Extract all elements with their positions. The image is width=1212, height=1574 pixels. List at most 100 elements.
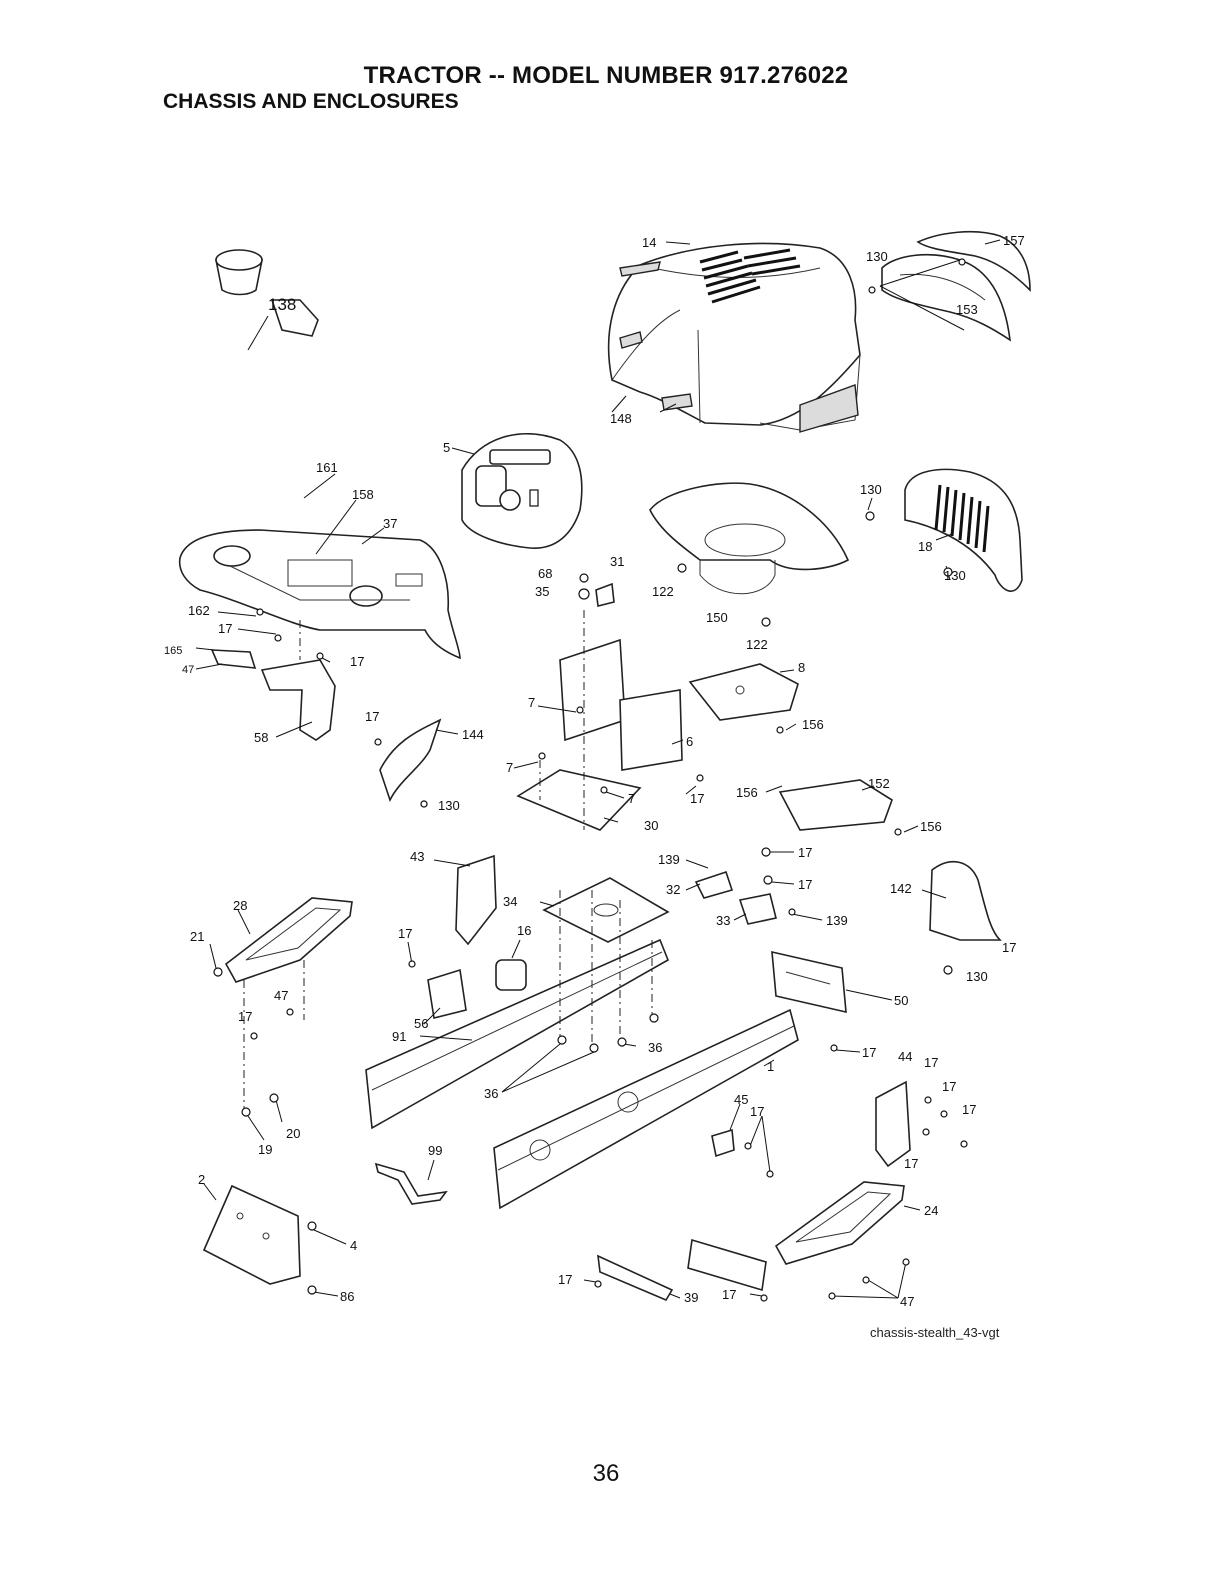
callout: 142 — [890, 881, 912, 896]
headlight-assembly-part — [868, 230, 1031, 342]
callout: 86 — [340, 1289, 354, 1304]
callout: 122 — [652, 584, 674, 599]
callout: 17 — [350, 654, 364, 669]
callout: 17 — [798, 877, 812, 892]
console-bracket-part — [688, 663, 799, 721]
callout: 17 — [238, 1009, 252, 1024]
callout: 161 — [316, 460, 338, 475]
section-title: CHASSIS AND ENCLOSURES — [163, 90, 459, 113]
hood-part — [607, 242, 861, 433]
callout: 34 — [503, 894, 517, 909]
footrest-right-part — [774, 1181, 905, 1265]
callout: 45 — [734, 1092, 748, 1107]
callout: 152 — [868, 776, 890, 791]
fender-part — [178, 529, 461, 660]
callout: 7 — [528, 695, 535, 710]
callout: 17 — [862, 1045, 876, 1060]
callout: 1 — [767, 1059, 774, 1074]
lever-part — [374, 1162, 448, 1205]
callout: 18 — [918, 539, 932, 554]
callout: 99 — [428, 1143, 442, 1158]
callout: 17 — [750, 1104, 764, 1119]
callout: 130 — [966, 969, 988, 984]
callout: 17 — [398, 926, 412, 941]
callout: 130 — [860, 482, 882, 497]
front-axle-bracket-part — [771, 950, 847, 1014]
battery-holddown-part — [778, 779, 893, 831]
callout: 138 — [268, 295, 296, 314]
support-bracket-part — [256, 608, 336, 741]
callout: 17 — [942, 1079, 956, 1094]
callout: 17 — [798, 845, 812, 860]
callout: 6 — [686, 734, 693, 749]
callout: 20 — [286, 1126, 300, 1141]
callout: 28 — [233, 898, 247, 913]
callout: 68 — [538, 566, 552, 581]
diagram-caption: chassis-stealth_43-vgt — [870, 1325, 1000, 1340]
callout: 5 — [443, 440, 450, 455]
callout: 33 — [716, 913, 730, 928]
side-bracket-part — [929, 861, 1002, 941]
callout: 17 — [558, 1272, 572, 1287]
seat-mount-plate-part — [542, 877, 670, 943]
callout: 130 — [438, 798, 460, 813]
callout: 130 — [866, 249, 888, 264]
callout: 50 — [894, 993, 908, 1008]
callout: 19 — [258, 1142, 272, 1157]
callout: 30 — [644, 818, 658, 833]
callout: 122 — [746, 637, 768, 652]
linkage-bracket-part — [427, 968, 467, 1019]
callout: 7 — [506, 760, 513, 775]
page-number: 36 — [592, 1460, 620, 1487]
callout: 158 — [352, 487, 374, 502]
callout: 47 — [900, 1294, 914, 1309]
steering-boot-part — [270, 299, 319, 337]
callout: 17 — [1002, 940, 1016, 955]
callout: 56 — [414, 1016, 428, 1031]
callout: 24 — [924, 1203, 938, 1218]
callout: 2 — [198, 1172, 205, 1187]
grommet-part — [495, 959, 527, 991]
callout: 165 — [164, 645, 182, 657]
callout-labels: 14 157 153 130 148 138 5 161 158 37 130 … — [164, 233, 1025, 1309]
grill-part — [904, 468, 1023, 592]
callout: 47 — [182, 664, 194, 676]
callout: 139 — [826, 913, 848, 928]
pivot-part — [711, 1128, 735, 1158]
floor-plate-part — [516, 769, 642, 831]
cup-holder-part — [215, 249, 263, 296]
callout: 4 — [350, 1238, 357, 1253]
dash-support-part — [559, 582, 683, 771]
callout: 14 — [642, 235, 656, 250]
rear-bracket-part — [875, 1080, 911, 1168]
dash-console-part — [461, 433, 583, 549]
callout: 37 — [383, 516, 397, 531]
callout: 17 — [722, 1287, 736, 1302]
callout: 130 — [944, 568, 966, 583]
callout: 91 — [392, 1029, 406, 1044]
callout: 8 — [798, 660, 805, 675]
callout: 150 — [706, 610, 728, 625]
callout: 35 — [535, 584, 549, 599]
callout: 58 — [254, 730, 268, 745]
callout: 156 — [736, 785, 758, 800]
callout: 16 — [517, 923, 531, 938]
clip-part — [210, 649, 257, 669]
callout: 39 — [684, 1290, 698, 1305]
callout: 31 — [610, 554, 624, 569]
callout: 139 — [658, 852, 680, 867]
lower-bracket-part — [597, 1238, 767, 1302]
callout: 17 — [218, 621, 232, 636]
callout: 144 — [462, 727, 484, 742]
callout: 43 — [410, 849, 424, 864]
callout: 156 — [802, 717, 824, 732]
callout: 17 — [690, 791, 704, 806]
callout: 148 — [610, 411, 632, 426]
callout: 7 — [628, 791, 635, 806]
callout: 162 — [188, 603, 210, 618]
callout: 157 — [1003, 233, 1025, 248]
seat-pan-part — [649, 482, 850, 595]
fasteners — [213, 511, 968, 1302]
callout: 21 — [190, 929, 204, 944]
